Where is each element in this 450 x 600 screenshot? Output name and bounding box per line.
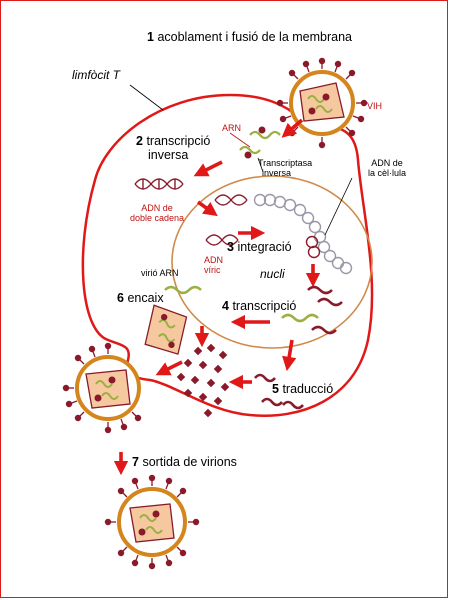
arrow-to-nucleus <box>196 200 218 217</box>
step-1-label: 1 acoblament i fusió de la membrana <box>147 30 352 44</box>
viral-proteins <box>176 343 230 418</box>
limfocit-pointer <box>129 84 164 111</box>
step-4-label: 4 transcripció <box>222 299 297 313</box>
mrna-strands <box>281 285 343 335</box>
transcriptasa-label: Transcriptasa inversa <box>258 158 313 179</box>
vih-label: VIH <box>367 101 383 111</box>
reverse-transcriptase-dot <box>258 126 266 134</box>
cytoplasm-mrna <box>254 373 304 410</box>
adn-doble-label: ADN de doble cadena <box>130 203 185 224</box>
step-6-label: 6 encaix <box>117 291 164 305</box>
adn-cellula-label: ADN de la cèl·lula <box>368 158 407 179</box>
arn-label: ARN <box>222 123 242 133</box>
virio-arn-label: virió ARN <box>141 268 179 278</box>
nucli-label: nucli <box>260 267 285 281</box>
hiv-virion-released <box>104 474 200 570</box>
nucleus-envelope <box>171 175 373 349</box>
step-7-label: 7 sortida de virions <box>132 455 237 469</box>
arrow-reverse-transcription <box>193 160 223 177</box>
viral-dna <box>205 194 248 246</box>
hiv-virion-budding <box>62 342 142 434</box>
arrow-export <box>282 339 297 372</box>
viral-rna-strand <box>249 130 281 140</box>
integrated-viral-dna <box>305 235 321 259</box>
assembling-capsid <box>144 304 188 355</box>
arrow-fusion <box>281 118 304 138</box>
step-5-label: 5 traducció <box>272 382 334 396</box>
process-arrows <box>113 118 321 476</box>
limfocit-label: limfòcit T <box>72 68 120 82</box>
double-strand-dna <box>134 178 184 190</box>
host-dna <box>253 193 353 275</box>
step-2-label: 2 transcripció inversa <box>136 134 211 163</box>
step-3-label: 3 integració <box>227 240 292 254</box>
hiv-virion-docking <box>276 57 368 149</box>
adn-viric-label: ADN víric <box>204 255 224 276</box>
virion-rna <box>164 285 202 295</box>
arrow-encaix2 <box>155 360 183 376</box>
